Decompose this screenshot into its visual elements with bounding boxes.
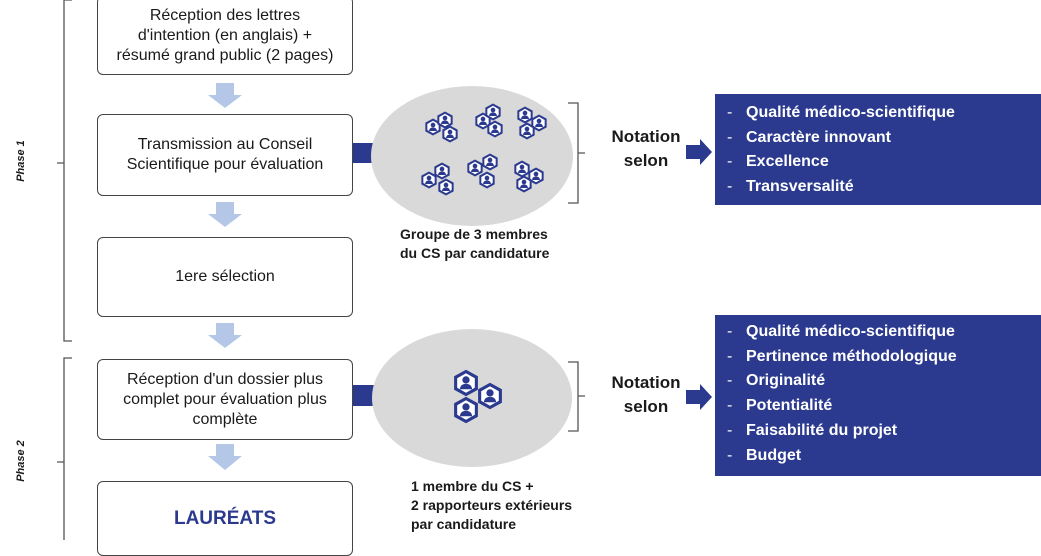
step-transmission-cs-label: Transmission au Conseil Scientifique pou… (126, 136, 324, 173)
down-arrow-1 (208, 83, 242, 108)
evaluator-group-ellipse-1 (371, 86, 573, 226)
criterion-item: Budget (727, 444, 1029, 469)
step-letters-of-intent-label: Réception des lettres d'intention (en an… (116, 6, 334, 64)
bracket-1 (568, 102, 585, 204)
laureates-label: LAURÉATS (173, 507, 277, 529)
phase1-label: Phase 1 (15, 140, 27, 182)
step-full-dossier-label: Réception d'un dossier plus complet pour… (123, 370, 327, 428)
cs-member-icon (454, 369, 478, 397)
down-arrow-3 (208, 323, 242, 348)
criterion-item: Qualité médico-scientifique (727, 101, 1029, 126)
step-first-selection-label: 1ere sélection (175, 268, 275, 285)
down-arrow-4 (208, 444, 242, 470)
notation-label-2: Notation selon (611, 373, 681, 416)
criteria-box-phase2: Qualité médico-scientifique Pertinence m… (715, 315, 1041, 476)
right-arrow-3 (686, 139, 712, 165)
step-first-selection: 1ere sélection (97, 237, 353, 317)
group2-caption: 1 membre du CS + 2 rapporteurs extérieur… (411, 478, 573, 532)
step-transmission-cs: Transmission au Conseil Scientifique pou… (97, 114, 353, 196)
external-reviewer-icon-2 (454, 396, 478, 424)
criterion-item: Originalité (727, 369, 1029, 394)
bracket-2 (568, 361, 585, 432)
phase2-bracket (57, 357, 72, 540)
step-full-dossier: Réception d'un dossier plus complet pour… (97, 359, 353, 440)
group1-caption: Groupe de 3 membres du CS par candidatur… (400, 226, 550, 261)
right-arrow-4 (686, 384, 712, 410)
step-letters-of-intent: Réception des lettres d'intention (en an… (97, 0, 353, 75)
external-reviewer-icon-1 (478, 382, 502, 410)
down-arrow-2 (208, 202, 242, 227)
evaluator-group-ellipse-2 (372, 329, 572, 467)
notation-label-1: Notation selon (611, 127, 681, 170)
criterion-item: Pertinence méthodologique (727, 345, 1029, 370)
criterion-item: Potentialité (727, 394, 1029, 419)
criteria-box-phase1: Qualité médico-scientifique Caractère in… (715, 94, 1041, 205)
criterion-item: Qualité médico-scientifique (727, 320, 1029, 345)
phase1-bracket (57, 0, 72, 342)
criterion-item: Excellence (727, 150, 1029, 175)
step-laureates: LAURÉATS (97, 481, 353, 556)
criterion-item: Faisabilité du projet (727, 419, 1029, 444)
criterion-item: Caractère innovant (727, 126, 1029, 151)
criterion-item: Transversalité (727, 175, 1029, 200)
phase2-label: Phase 2 (15, 440, 27, 482)
